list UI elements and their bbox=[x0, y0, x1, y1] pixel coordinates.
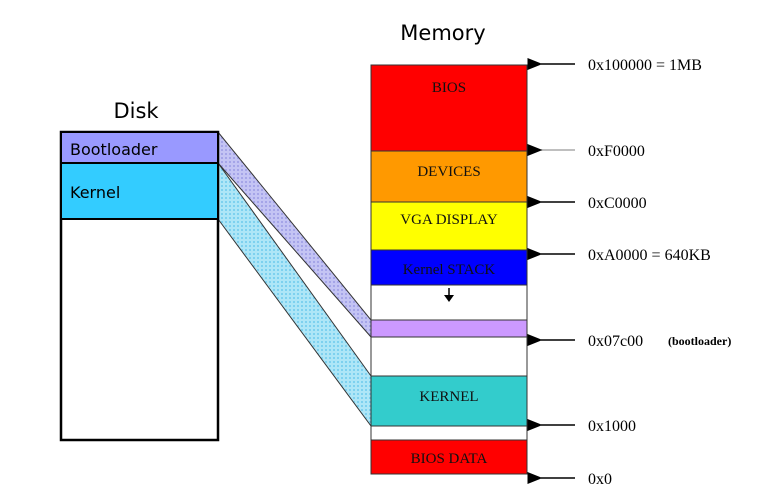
memory-region-label: DEVICES bbox=[417, 164, 480, 180]
address-label: 0x07c00 bbox=[588, 333, 643, 350]
disk-kernel-label: Kernel bbox=[70, 183, 120, 202]
memory-region bbox=[370, 319, 528, 338]
address-label: 0xF0000 bbox=[588, 143, 645, 160]
address-label: 0x100000 = 1MB bbox=[588, 57, 702, 74]
memory-region bbox=[370, 249, 528, 286]
disk-segment-kernel bbox=[60, 162, 219, 220]
address-label: 0x0 bbox=[588, 471, 612, 488]
memory-region-label: VGA DISPLAY bbox=[400, 212, 498, 228]
memory-region bbox=[370, 150, 528, 203]
memory-title: Memory bbox=[400, 21, 485, 45]
memory-region bbox=[370, 439, 528, 475]
memory-region bbox=[370, 336, 528, 377]
address-label: 0xA0000 = 640KB bbox=[588, 247, 711, 264]
memory-region-label: BIOS DATA bbox=[411, 451, 488, 467]
address-note: (bootloader) bbox=[668, 334, 731, 348]
address-label: 0xC0000 bbox=[588, 195, 647, 212]
memory-region bbox=[370, 201, 528, 251]
address-label: 0x1000 bbox=[588, 418, 636, 435]
memory-region-label: Kernel STACK bbox=[403, 262, 496, 278]
memory-region bbox=[370, 425, 528, 441]
memory-region bbox=[370, 375, 528, 427]
stack-growth-arrowhead-icon bbox=[444, 295, 454, 302]
disk-bootloader-label: Bootloader bbox=[70, 140, 158, 159]
memory-region-label: BIOS bbox=[432, 80, 466, 96]
disk-title: Disk bbox=[113, 99, 159, 123]
memory-region bbox=[370, 64, 528, 152]
memory-region-label: KERNEL bbox=[419, 389, 478, 405]
